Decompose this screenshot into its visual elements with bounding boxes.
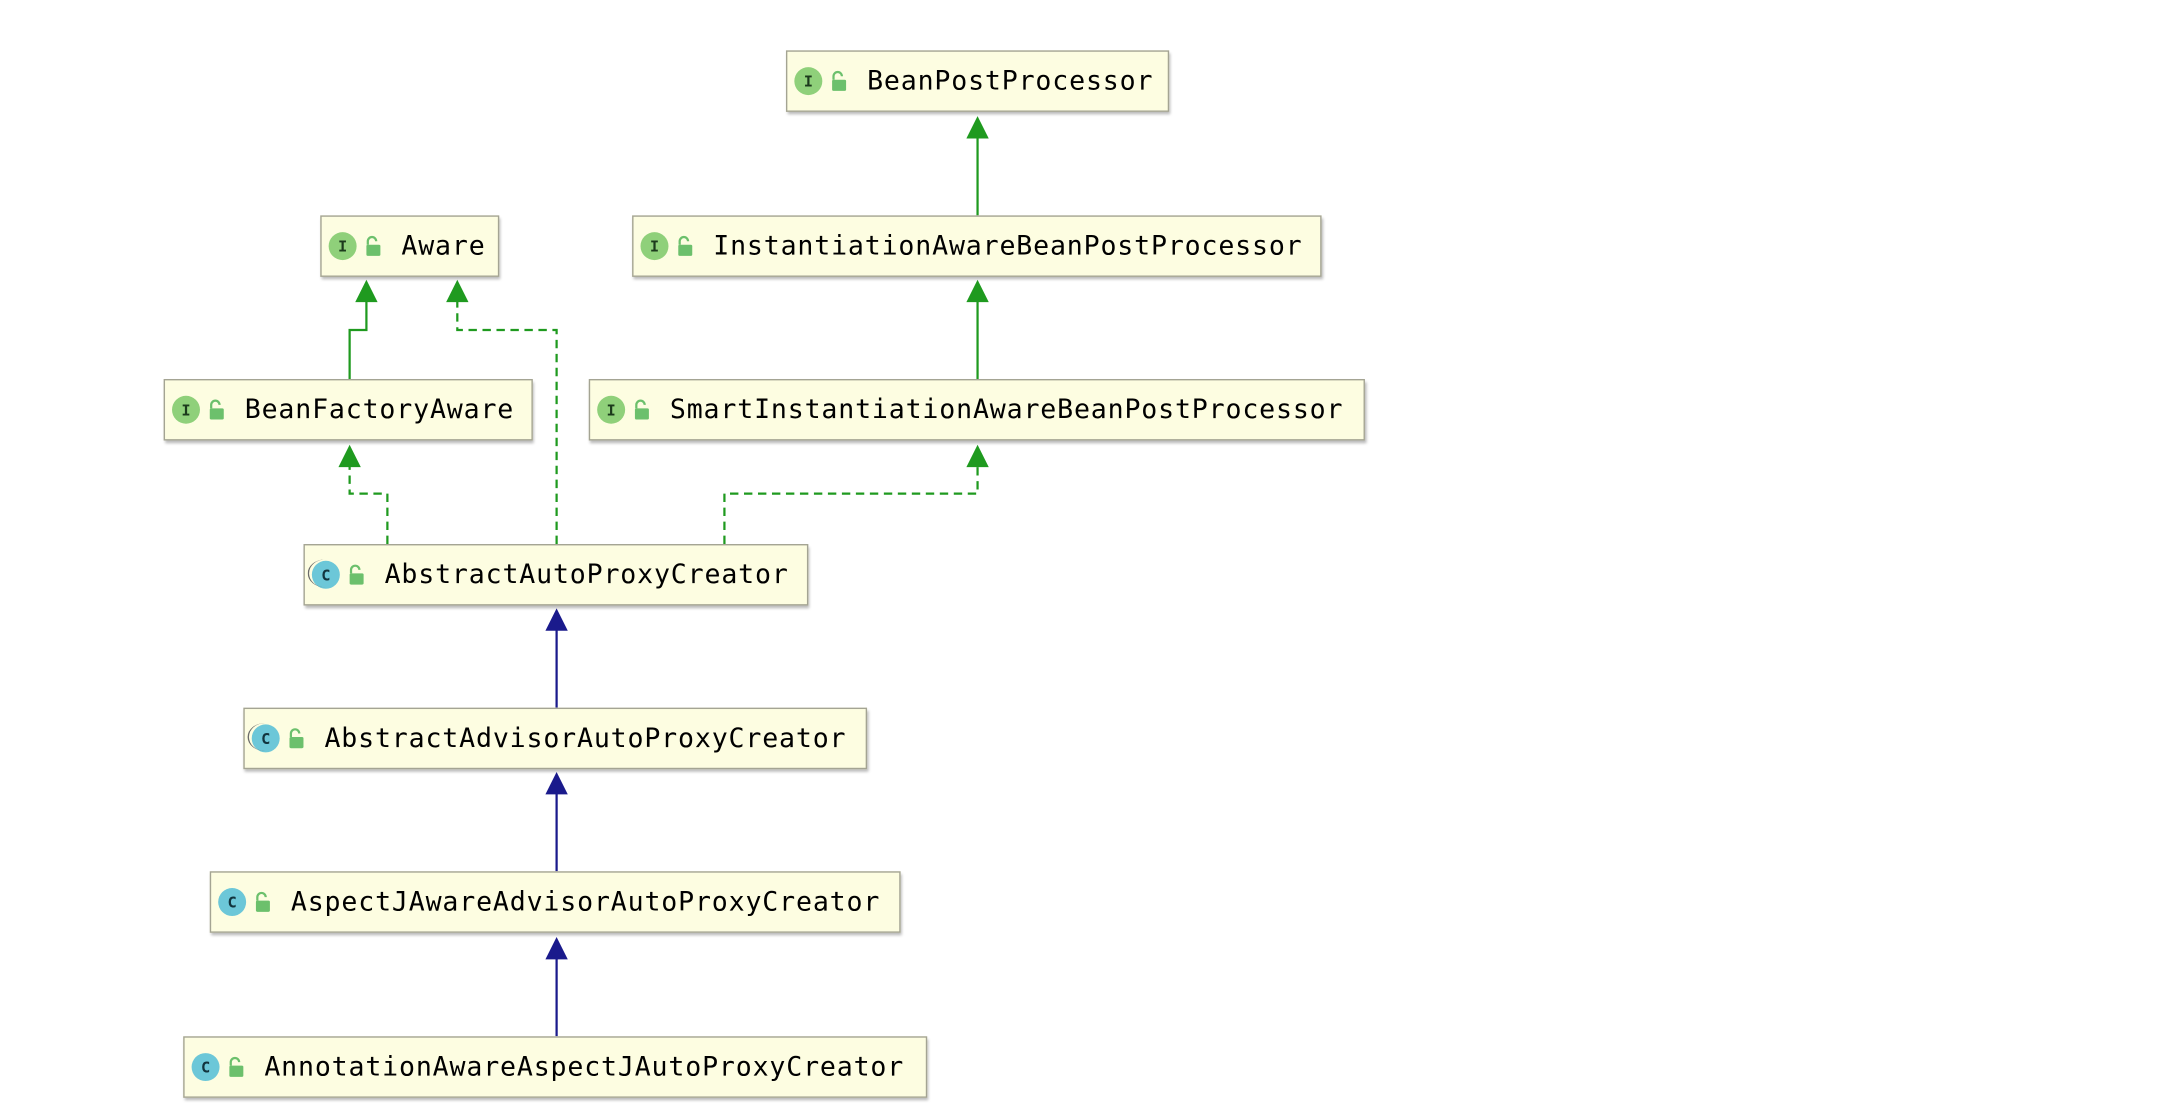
arrowhead-icon xyxy=(355,279,378,303)
edge-line xyxy=(348,464,389,545)
node-label: BeanPostProcessor xyxy=(867,65,1154,97)
public-lock-icon xyxy=(829,70,849,92)
arrowhead-icon xyxy=(338,444,361,468)
edge-line xyxy=(456,299,558,545)
node-bfa[interactable]: I BeanFactoryAware xyxy=(163,378,533,441)
interface-icon: I xyxy=(172,395,200,424)
node-bpp[interactable]: I BeanPostProcessor xyxy=(785,50,1170,112)
node-aaapc[interactable]: C AbstractAdvisorAutoProxyCreator xyxy=(243,707,868,770)
node-iabpp[interactable]: I InstantiationAwareBeanPostProcessor xyxy=(632,215,1322,277)
arrowhead-icon xyxy=(966,116,989,139)
node-label: Aware xyxy=(401,230,486,262)
public-lock-icon xyxy=(287,727,307,749)
arrowhead-icon xyxy=(966,444,989,468)
interface-icon: I xyxy=(328,232,357,261)
public-lock-icon xyxy=(227,1056,247,1078)
abstract-class-icon: C xyxy=(307,559,340,589)
public-lock-icon xyxy=(347,564,367,586)
class-icon: C xyxy=(218,888,247,917)
node-aapc[interactable]: C AbstractAutoProxyCreator xyxy=(303,544,809,606)
edge-anaapc-to-ajaapc xyxy=(545,936,568,1037)
arrowhead-icon xyxy=(446,279,469,303)
public-lock-icon xyxy=(632,399,652,421)
edge-aapc-to-bfa xyxy=(338,444,389,545)
node-label: AnnotationAwareAspectJAutoProxyCreator xyxy=(264,1051,905,1083)
node-aware[interactable]: I Aware xyxy=(320,215,500,277)
edge-iabpp-to-bpp xyxy=(966,116,989,216)
edge-aapc-to-siabpp xyxy=(723,444,989,545)
node-ajaapc[interactable]: C AspectJAwareAdvisorAutoProxyCreator xyxy=(209,871,901,933)
public-lock-icon xyxy=(675,235,695,257)
edge-ajaapc-to-aaapc xyxy=(545,771,568,872)
edge-aaapc-to-aapc xyxy=(545,608,568,708)
public-lock-icon xyxy=(253,891,273,913)
node-anaapc[interactable]: C AnnotationAwareAspectJAutoProxyCreator xyxy=(183,1036,928,1098)
interface-icon: I xyxy=(794,67,823,96)
node-label: BeanFactoryAware xyxy=(244,394,515,426)
node-label: AspectJAwareAdvisorAutoProxyCreator xyxy=(290,886,881,918)
node-label: InstantiationAwareBeanPostProcessor xyxy=(713,230,1303,262)
edge-line xyxy=(348,299,368,379)
edge-line xyxy=(723,464,979,545)
public-lock-icon xyxy=(207,399,227,421)
edge-aapc-to-aware xyxy=(446,279,558,545)
arrowhead-icon xyxy=(545,771,568,795)
node-label: AbstractAdvisorAutoProxyCreator xyxy=(324,723,847,754)
public-lock-icon xyxy=(364,235,384,257)
abstract-class-icon: C xyxy=(247,723,280,753)
node-siabpp[interactable]: I SmartInstantiationAwareBeanPostProcesso… xyxy=(588,378,1365,441)
arrowhead-icon xyxy=(545,608,568,631)
edge-bfa-to-aware xyxy=(348,279,378,379)
interface-icon: I xyxy=(597,395,626,424)
arrowhead-icon xyxy=(545,936,568,960)
class-icon: C xyxy=(191,1053,220,1082)
interface-icon: I xyxy=(640,232,669,261)
edge-siabpp-to-iabpp xyxy=(966,279,989,379)
node-label: SmartInstantiationAwareBeanPostProcessor xyxy=(669,394,1344,426)
arrowhead-icon xyxy=(966,279,989,303)
node-label: AbstractAutoProxyCreator xyxy=(384,559,789,591)
